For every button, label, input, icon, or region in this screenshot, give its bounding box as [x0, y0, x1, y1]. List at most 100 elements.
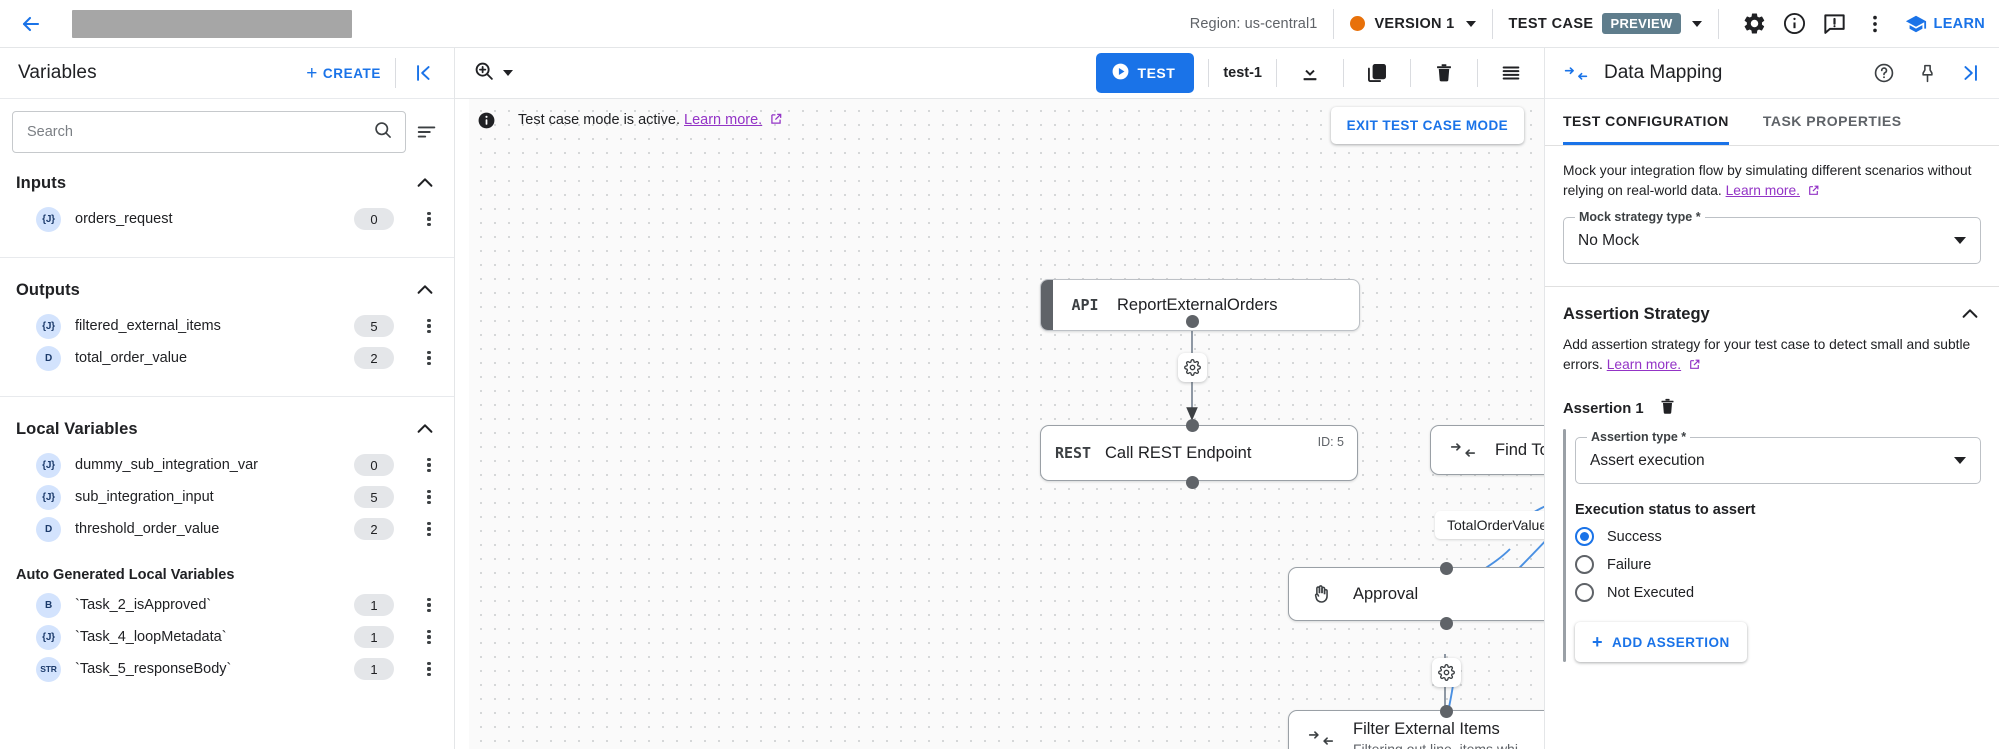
section-header-local-variables[interactable]: Local Variables: [0, 409, 454, 449]
node-input-port[interactable]: [1440, 562, 1453, 575]
row-menu-icon[interactable]: [420, 629, 438, 645]
radio-option-success[interactable]: Success: [1575, 527, 1981, 546]
search-input-wrapper[interactable]: [12, 111, 406, 153]
node-input-port[interactable]: [1440, 705, 1453, 718]
row-menu-icon[interactable]: [420, 597, 438, 613]
divider: [1333, 8, 1335, 39]
expand-right-icon[interactable]: [1955, 58, 1985, 88]
row-menu-icon[interactable]: [420, 521, 438, 537]
divider: [1477, 59, 1478, 87]
gear-icon[interactable]: [1735, 4, 1775, 44]
flow-canvas[interactable]: Test case mode is active. Learn more. EX…: [455, 99, 1544, 749]
chevron-up-icon[interactable]: [414, 418, 436, 440]
test-case-selector[interactable]: TEST CASE PREVIEW: [1509, 13, 1702, 34]
assertion-type-select[interactable]: Assertion type * Assert execution: [1575, 430, 1981, 484]
radio-option-failure[interactable]: Failure: [1575, 555, 1981, 574]
row-menu-icon[interactable]: [420, 661, 438, 677]
variable-row[interactable]: B`Task_2_isApproved`1: [0, 589, 454, 621]
trash-icon[interactable]: [1425, 54, 1463, 92]
section-header-outputs[interactable]: Outputs: [0, 270, 454, 310]
node-body: Approval: [1353, 585, 1544, 604]
chevron-down-icon: [1954, 237, 1966, 244]
external-link-icon[interactable]: [1688, 357, 1701, 377]
help-circle-icon[interactable]: [1869, 58, 1899, 88]
row-menu-icon[interactable]: [420, 489, 438, 505]
sort-icon[interactable]: [414, 119, 440, 145]
graduation-cap-icon: [1905, 15, 1926, 32]
copy-icon[interactable]: [1358, 54, 1396, 92]
version-selector[interactable]: VERSION 1: [1350, 16, 1476, 32]
divider: [1410, 59, 1411, 87]
node-output-port[interactable]: [1186, 315, 1199, 328]
external-link-icon[interactable]: [1807, 183, 1820, 203]
variable-type-badge: B: [36, 592, 61, 618]
exit-test-case-mode-button[interactable]: EXIT TEST CASE MODE: [1330, 107, 1524, 144]
spacer: [0, 258, 454, 270]
node-filter-external-items[interactable]: Filter External Items Filtering out line…: [1288, 710, 1544, 749]
learn-button[interactable]: LEARN: [1895, 13, 1985, 35]
assertion-learn-more-link[interactable]: Learn more.: [1606, 357, 1682, 372]
feedback-icon[interactable]: [1815, 4, 1855, 44]
radio-icon[interactable]: [1575, 527, 1594, 546]
chevron-up-icon[interactable]: [1959, 303, 1981, 325]
mock-learn-more-link[interactable]: Learn more.: [1725, 183, 1800, 198]
section-header-inputs[interactable]: Inputs: [0, 163, 454, 203]
variable-row[interactable]: STR`Task_5_responseBody`1: [0, 653, 454, 685]
node-input-port[interactable]: [1186, 419, 1199, 432]
node-output-port[interactable]: [1440, 617, 1453, 630]
pin-icon[interactable]: [1912, 58, 1942, 88]
info-filled-icon: [477, 111, 496, 130]
mock-strategy-select[interactable]: Mock strategy type * No Mock: [1563, 210, 1981, 264]
node-approval[interactable]: Approval ID: 2: [1288, 567, 1544, 621]
node-output-port[interactable]: [1186, 476, 1199, 489]
zoom-control[interactable]: [473, 60, 513, 87]
collapse-left-icon[interactable]: [410, 59, 438, 87]
chevron-down-icon: [503, 70, 513, 76]
section-title: Inputs: [16, 173, 67, 192]
add-assertion-button[interactable]: + ADD ASSERTION: [1575, 622, 1747, 662]
node-body: Call REST Endpoint: [1105, 444, 1357, 463]
create-variable-button[interactable]: + CREATE: [306, 64, 381, 83]
tab-test-configuration[interactable]: TEST CONFIGURATION: [1563, 99, 1729, 145]
variable-type-badge: STR: [36, 656, 61, 682]
trash-icon[interactable]: [1658, 397, 1677, 421]
variable-count: 1: [354, 594, 394, 616]
row-menu-icon[interactable]: [420, 350, 438, 366]
radio-icon[interactable]: [1575, 583, 1594, 602]
download-icon[interactable]: [1291, 54, 1329, 92]
edge-config-gear-icon[interactable]: [1178, 353, 1207, 382]
chevron-up-icon[interactable]: [414, 172, 436, 194]
assertion-item-header: Assertion 1: [1563, 397, 1981, 421]
divider: [1545, 286, 1999, 287]
search-input[interactable]: [27, 124, 373, 140]
row-menu-icon[interactable]: [420, 457, 438, 473]
edge-condition-label[interactable]: TotalOrderValue Above …: [1435, 511, 1544, 539]
node-find-total-order-price[interactable]: Find Total Order Price ID: 1: [1430, 425, 1544, 475]
edge-config-gear-icon[interactable]: [1432, 658, 1461, 687]
node-report-external-orders[interactable]: API ReportExternalOrders: [1040, 279, 1360, 331]
row-menu-icon[interactable]: [420, 211, 438, 227]
radio-label: Failure: [1607, 556, 1652, 573]
radio-icon[interactable]: [1575, 555, 1594, 574]
variable-row[interactable]: {J}`Task_4_loopMetadata`1: [0, 621, 454, 653]
list-icon[interactable]: [1492, 54, 1530, 92]
node-call-rest-endpoint[interactable]: REST Call REST Endpoint ID: 5: [1040, 425, 1358, 481]
banner-learn-more-link[interactable]: Learn more.: [684, 111, 763, 128]
top-bar: Region: us-central1 VERSION 1 TEST CASE …: [0, 0, 1999, 48]
test-mode-banner: Test case mode is active. Learn more.: [477, 111, 783, 130]
tab-task-properties[interactable]: TASK PROPERTIES: [1762, 113, 1902, 129]
radio-option-not-executed[interactable]: Not Executed: [1575, 583, 1981, 602]
info-icon[interactable]: [1775, 4, 1815, 44]
run-test-button[interactable]: TEST: [1095, 53, 1195, 93]
more-vertical-icon[interactable]: [1855, 4, 1895, 44]
external-link-icon[interactable]: [769, 112, 783, 130]
chevron-up-icon[interactable]: [414, 279, 436, 301]
row-menu-icon[interactable]: [420, 318, 438, 334]
back-arrow-icon[interactable]: [16, 9, 46, 39]
